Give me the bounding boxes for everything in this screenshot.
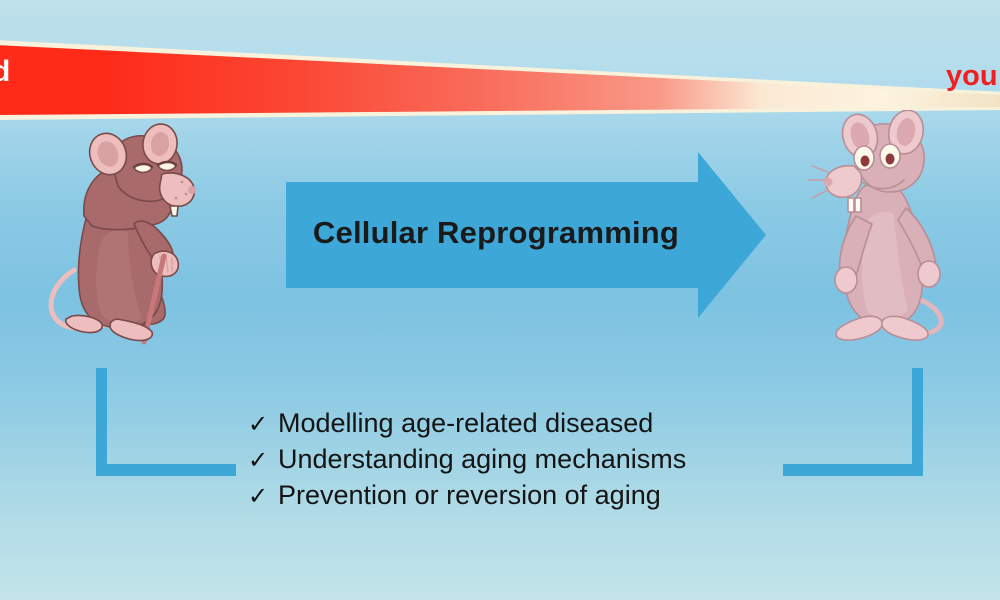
old-mouse-illustration xyxy=(36,120,206,350)
young-mouse-illustration xyxy=(798,110,968,345)
cellular-reprogramming-arrow xyxy=(286,152,766,318)
check-icon: ✓ xyxy=(248,482,269,510)
right-bracket xyxy=(783,368,923,476)
aging-gradient-band xyxy=(0,36,1000,122)
arrow-label: Cellular Reprogramming xyxy=(312,215,680,250)
list-item: ✓ Modelling age-related diseased xyxy=(248,406,768,442)
check-icon: ✓ xyxy=(248,411,269,438)
check-icon: ✓ xyxy=(248,446,269,474)
list-item-label: Modelling age-related diseased xyxy=(278,408,654,438)
benefits-list: ✓ Modelling age-related diseased ✓ Under… xyxy=(248,406,768,514)
band-label-young: you xyxy=(946,60,998,92)
list-item: ✓ Prevention or reversion of aging xyxy=(248,478,768,514)
list-item: ✓ Understanding aging mechanisms xyxy=(248,442,768,478)
left-bracket xyxy=(96,368,236,476)
list-item-label: Understanding aging mechanisms xyxy=(278,443,687,474)
band-label-old: d xyxy=(0,55,11,88)
list-item-label: Prevention or reversion of aging xyxy=(278,479,661,510)
